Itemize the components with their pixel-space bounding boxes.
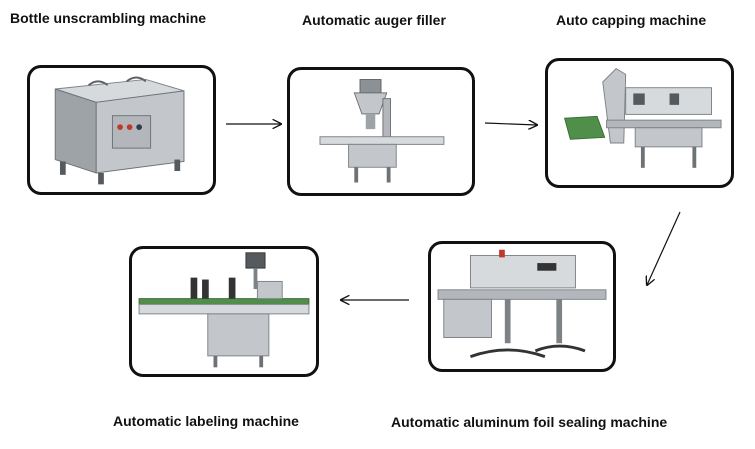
bottle-unscrambling-machine-image [54,76,185,185]
step-box-capping [545,58,734,188]
step-label-foil-sealing: Automatic aluminum foil sealing machine [391,414,668,430]
step-box-labeling [129,246,319,377]
foil-sealing-machine-image [437,249,607,358]
labeling-machine-image [138,252,310,368]
step-box-auger-filler [287,67,475,196]
auger-filler-image [319,79,445,183]
step-label-labeling: Automatic labeling machine [113,413,299,429]
step-label-capping: Auto capping machine [556,12,707,28]
capping-machine-image [564,68,722,168]
step-box-foil-sealing [428,241,616,372]
step-label-auger-filler: Automatic auger filler [302,12,446,28]
step-box-bottle-unscrambling [27,65,216,195]
arrow-3-to-5 [647,211,681,285]
step-label-bottle-unscrambling: Bottle unscrambling machine [10,10,207,26]
arrow-2-to-3 [484,123,537,125]
